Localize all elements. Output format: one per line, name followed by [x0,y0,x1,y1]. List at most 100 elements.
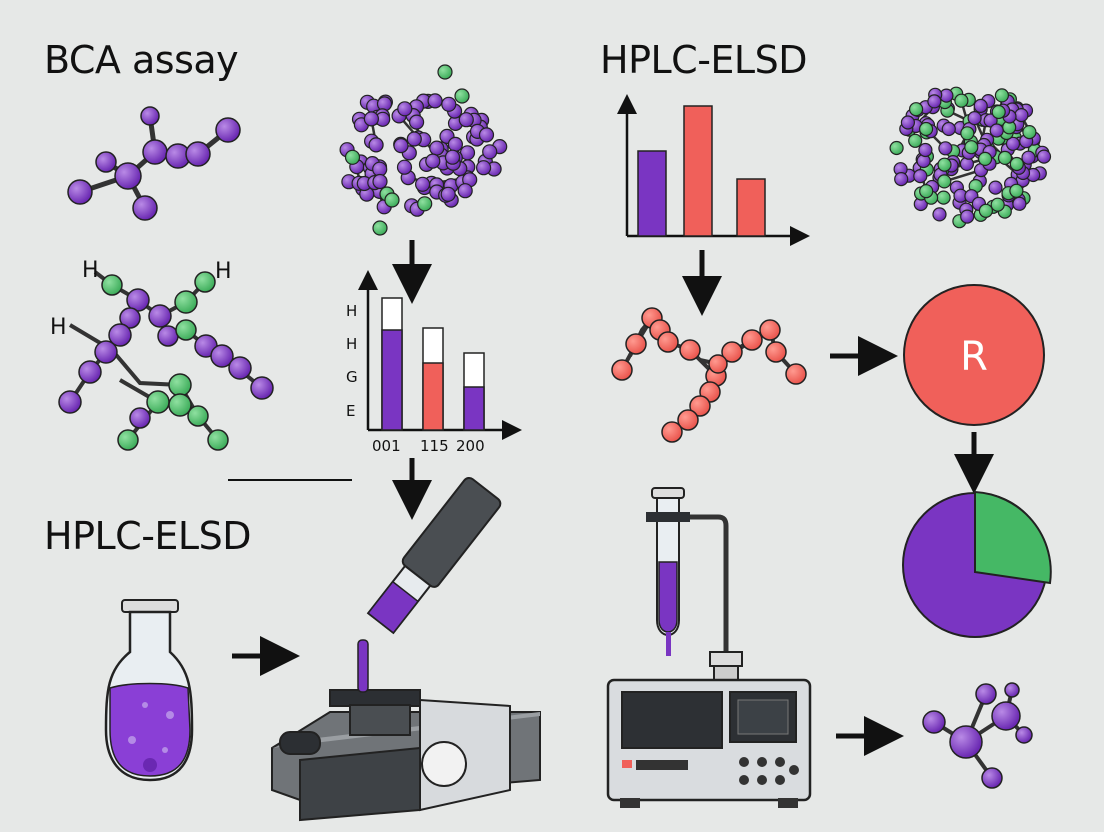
atom [989,123,1004,138]
atom [977,151,993,166]
atom [927,94,942,109]
atom [900,115,916,130]
mid-y-label-3: G [346,368,358,386]
atom [937,157,952,172]
atom [960,209,975,224]
atom [1005,136,1021,151]
atom [363,111,379,127]
atom [918,121,934,137]
molecule-red-chain [611,307,807,443]
atom [454,88,470,104]
mid-bar-chart: H H G E 001 115 200 [346,270,522,455]
atom [393,138,409,154]
atom [894,172,909,187]
atom [447,136,463,152]
atom [457,183,473,199]
atom [908,133,923,148]
title-hplc-elsd-bottom: HPLC-ELSD [44,514,251,558]
atom [1021,150,1036,165]
atom [444,149,461,165]
pie-icon [902,490,1052,638]
atom [936,190,951,205]
atom [960,126,975,141]
microscope-icon [271,476,541,822]
molecule-top-left [67,106,241,221]
atom [429,140,445,156]
atom [994,88,1010,103]
atom [384,192,400,208]
mid-y-label-4: E [346,402,355,420]
atom [476,160,492,176]
title-hplc-elsd-top: HPLC-ELSD [600,38,807,82]
hplc-bar-3 [736,178,766,237]
h-label-1: H [82,258,99,283]
atom [409,114,425,130]
atom [908,102,924,117]
atom [937,174,952,189]
atom [1009,183,1024,198]
atom [990,197,1005,212]
protein-cluster-mixed [889,86,1052,229]
mid-bar-2 [422,362,444,431]
atom [406,131,422,147]
atom [458,112,474,128]
mid-x-label-2: 115 [420,437,449,455]
molecule-small-purple [922,682,1033,789]
test-tube-icon [646,487,743,681]
mid-y-label-2: H [346,335,357,353]
atom [415,176,431,192]
mid-x-label-1: 001 [372,437,401,455]
atom [396,159,413,175]
molecule-left-ring [58,270,274,451]
atom [427,93,443,109]
atom [913,169,928,184]
atom [368,137,384,153]
atom [919,184,934,199]
atom [425,153,441,169]
atom [964,140,979,155]
atom [482,144,498,160]
atom [478,127,495,143]
atom [918,142,933,158]
r-circle [903,284,1045,426]
h-label-2: H [215,259,232,284]
hplc-bar-1 [637,150,667,237]
hplc-bar-2 [683,105,713,237]
mid-y-label-1: H [346,302,357,320]
atom [1012,196,1027,211]
atom [988,180,1003,195]
atom [967,110,982,126]
atom [1014,107,1029,123]
atom [1022,125,1037,140]
atom [978,203,994,218]
atom [344,149,361,165]
protein-cluster-purple [339,64,508,236]
r-circle-label: R [960,334,988,380]
atom [938,141,953,156]
atom [997,150,1013,165]
h-label-3: H [50,315,67,340]
atom [372,173,388,190]
mid-bar-3 [463,386,485,431]
mid-x-label-3: 200 [456,437,485,455]
atom [440,186,456,202]
atom [441,96,457,112]
atom [1036,149,1052,164]
atom [991,104,1006,120]
flask-icon [104,599,194,782]
mid-bar-1 [381,329,403,431]
atom [954,93,969,108]
atom [889,140,904,156]
atom [941,121,956,137]
atom [397,101,413,117]
atom [417,196,433,212]
atom [1009,156,1024,172]
hplc-bar-chart [617,94,810,246]
instrument-icon [606,678,812,808]
atom [932,207,947,222]
atom [437,64,453,80]
atom [973,98,988,114]
title-bca-assay: BCA assay [44,38,239,82]
